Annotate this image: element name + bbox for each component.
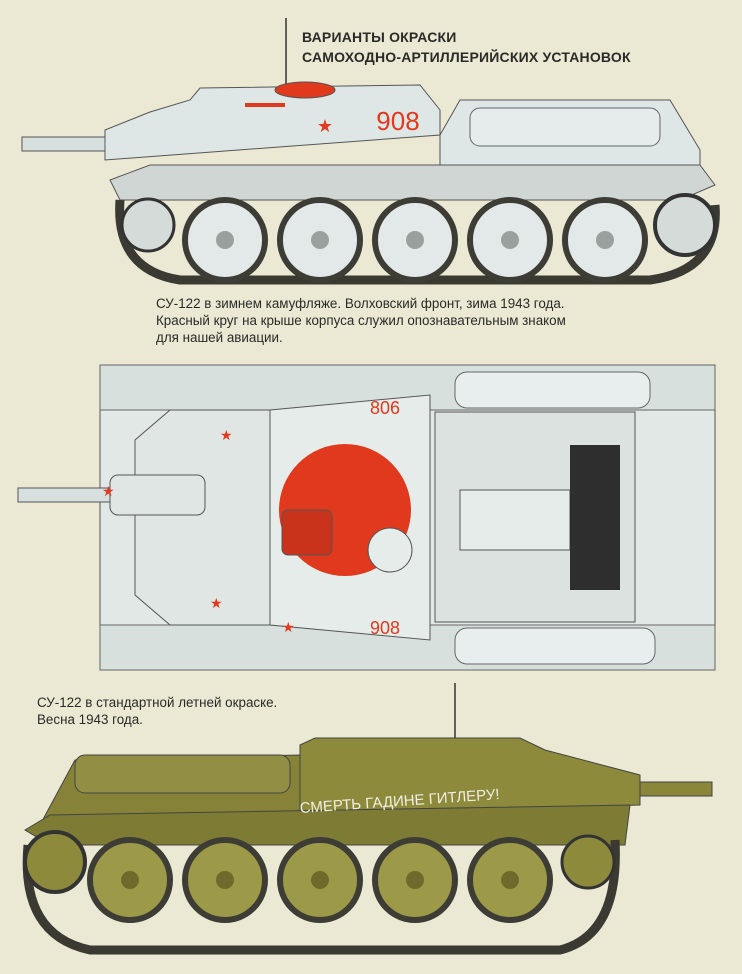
gun-barrel [21, 136, 118, 152]
idler-wheel [560, 834, 616, 890]
winter-caption: СУ-122 в зимнем камуфляже. Волховский фр… [156, 295, 566, 346]
drive-sprocket [23, 830, 87, 894]
red-star-icon: ★ [102, 483, 115, 499]
fender [109, 164, 716, 201]
superstructure [104, 84, 441, 161]
title-line-1: ВАРИАНТЫ ОКРАСКИ [302, 29, 457, 45]
title-line-2: САМОХОДНО-АРТИЛЛЕРИЙСКИХ УСТАНОВОК [302, 49, 631, 65]
track [22, 839, 620, 955]
gun-mantlet [109, 474, 206, 516]
hull-number-top: 806 [370, 398, 400, 418]
page-title: ВАРИАНТЫ ОКРАСКИ САМОХОДНО-АРТИЛЛЕРИЙСКИ… [302, 27, 631, 67]
caption-line: Красный круг на крыше корпуса служил опо… [156, 313, 566, 328]
caption-line: СУ-122 в стандартной летней окраске. [37, 695, 278, 710]
summer-caption: СУ-122 в стандартной летней окраске. Вес… [37, 694, 277, 728]
idler-wheel [120, 197, 176, 253]
red-star-icon: ★ [282, 619, 295, 635]
caption-line: СУ-122 в зимнем камуфляже. Волховский фр… [156, 296, 565, 311]
winter-side-view-tank: 908 ★ [21, 81, 720, 285]
drive-sprocket [653, 193, 717, 257]
radiator-grille [570, 445, 620, 590]
winter-top-view-tank: 806 908 ★ ★ ★ ★ [17, 364, 716, 671]
caption-line: для нашей авиации. [156, 330, 283, 345]
fuel-tanks [469, 107, 661, 147]
gun-barrel [17, 487, 114, 503]
red-star-icon: ★ [317, 116, 333, 136]
fuel-tanks [74, 754, 291, 794]
summer-side-view-tank: СМЕРТЬ ГАДИНЕ ГИТЛЕРУ! [22, 737, 713, 955]
red-hatch [274, 81, 336, 99]
red-star-icon: ★ [210, 595, 223, 611]
caption-line: Весна 1943 года. [37, 712, 143, 727]
red-star-icon: ★ [220, 427, 233, 443]
gun-barrel [629, 781, 713, 797]
hull-number: 908 [376, 106, 419, 136]
hull-number-bottom: 908 [370, 618, 400, 638]
